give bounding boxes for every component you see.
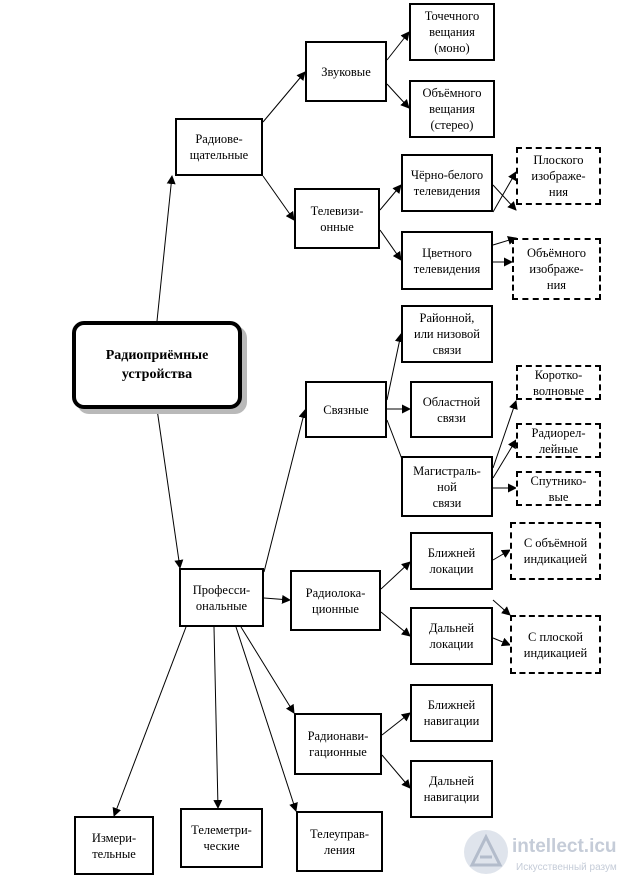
watermark-brand: intellect.icu [512, 836, 617, 857]
connector-arrow [381, 754, 411, 789]
connector-arrow [112, 626, 187, 817]
node-far-location: Дальней локации [410, 607, 493, 665]
connector-arrow [262, 71, 306, 123]
node-flat-indication: С плоской индикацией [510, 615, 601, 674]
node-flat-image: Плоского изображе- ния [516, 147, 601, 205]
connector-arrow [263, 594, 291, 604]
connector-arrow [492, 637, 511, 647]
connector-arrow [380, 611, 411, 637]
connector-arrow [492, 171, 517, 213]
connector-arrow [156, 408, 184, 569]
node-radiorelay: Радиорел- лейные [516, 423, 601, 458]
node-mono: Точечного вещания (моно) [409, 3, 495, 61]
node-root: Радиоприёмные устройства [72, 321, 242, 409]
connector-arrow [379, 229, 402, 261]
connector-arrow [235, 626, 298, 812]
node-communication: Связные [305, 381, 387, 438]
connector-arrow [240, 626, 295, 714]
connector-arrow [492, 549, 511, 561]
node-remote-control: Телеуправ- ления [296, 811, 383, 872]
node-volume-image: Объёмного изображе- ния [512, 238, 601, 300]
node-far-navigation: Дальней навигации [410, 760, 493, 818]
connector-arrow [381, 712, 411, 736]
connector-arrow [380, 561, 411, 590]
node-sound: Звуковые [305, 41, 387, 102]
connector-arrow [492, 439, 517, 479]
node-radar: Радиолока- ционные [290, 570, 381, 631]
node-bw-tv: Чёрно-белого телевидения [401, 154, 493, 212]
node-measuring: Измери- тельные [74, 816, 154, 875]
node-regional: Областной связи [410, 381, 493, 438]
connector-arrow [492, 400, 518, 469]
connector-arrow [492, 599, 511, 616]
node-color-tv: Цветного телевидения [401, 231, 493, 290]
node-tv: Телевизи- онные [294, 188, 380, 249]
node-broadcast: Радиове- щательные [175, 118, 263, 176]
node-shortwave: Коротко- волновые [516, 365, 601, 400]
connector-arrow [213, 626, 223, 809]
connector-arrow [386, 31, 410, 61]
node-trunk: Магистраль- ной связи [401, 456, 493, 517]
brain-logo-icon [464, 830, 508, 874]
node-satellite: Спутнико- вые [516, 471, 601, 506]
node-near-navigation: Ближней навигации [410, 684, 493, 742]
connector-arrow [386, 333, 404, 401]
watermark-tagline: Искусственный разум [516, 862, 617, 873]
node-volume-indication: С объёмной индикацией [510, 522, 601, 580]
connector-arrow [263, 409, 308, 573]
node-navigation: Радионави- гационные [294, 713, 382, 775]
connector-arrow [379, 184, 402, 211]
node-near-location: Ближней локации [410, 532, 493, 590]
node-telemetry: Телеметри- ческие [180, 808, 263, 868]
connectors [112, 31, 518, 817]
connector-arrow [262, 175, 295, 221]
node-professional: Професси- ональные [179, 568, 264, 627]
connector-arrow [492, 184, 517, 211]
node-district: Районной, или низовой связи [401, 305, 493, 363]
connector-arrow [156, 175, 176, 322]
connector-arrow [386, 83, 410, 109]
node-stereo: Объёмного вещания (стерео) [409, 80, 495, 138]
